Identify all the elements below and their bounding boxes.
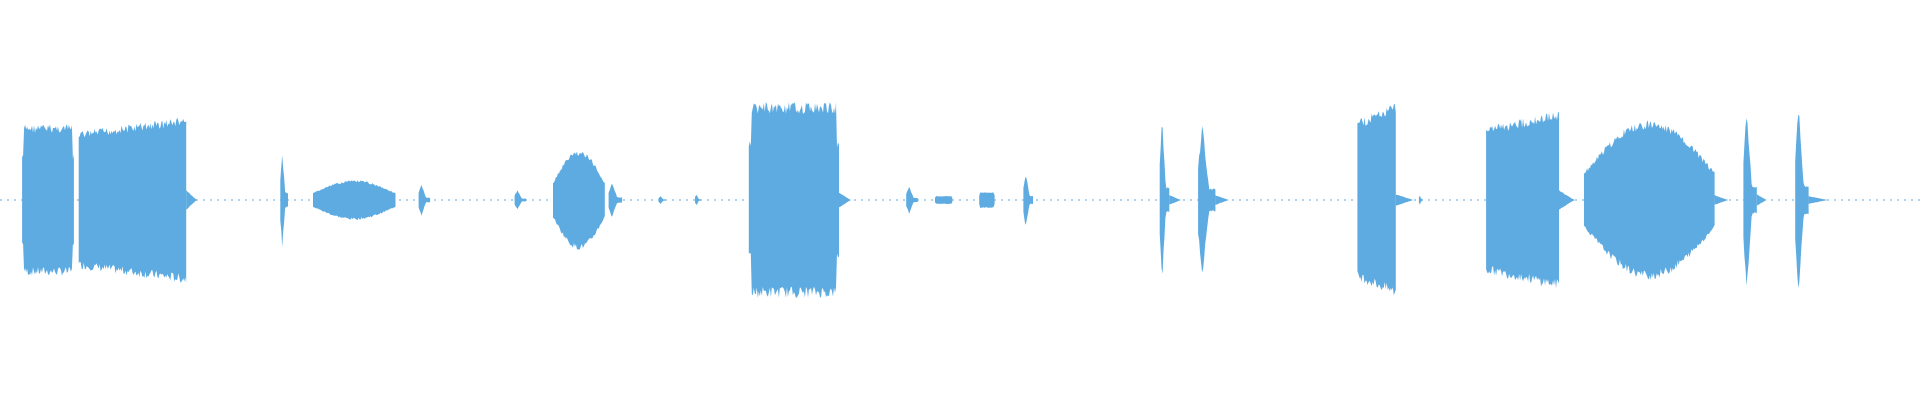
waveform-segment [1159, 126, 1170, 274]
waveform-segment [1198, 126, 1216, 273]
waveform-segment [418, 184, 431, 216]
waveform-segment [608, 183, 623, 217]
waveform-segment [1215, 195, 1229, 205]
waveform-segment [1357, 103, 1396, 296]
waveform-segment [313, 180, 396, 220]
waveform-segment [1808, 196, 1828, 204]
waveform-segment [22, 124, 74, 276]
waveform-segment [280, 155, 288, 248]
waveform-segment [839, 192, 851, 208]
waveform-segment [514, 190, 527, 210]
waveform-segment [1756, 194, 1767, 206]
waveform-segment [748, 102, 839, 298]
waveform-segment [1743, 118, 1757, 286]
waveform-segment [1584, 120, 1715, 280]
waveform-segment [658, 196, 667, 204]
waveform-segment [1418, 195, 1423, 205]
waveform-segment [1795, 114, 1809, 288]
waveform-segment [1023, 177, 1033, 225]
waveform-segments [22, 102, 1828, 298]
waveform-segment [1169, 195, 1181, 205]
waveform-segment [1486, 111, 1559, 289]
waveform-segment [186, 190, 197, 210]
waveform-segment [979, 192, 995, 208]
waveform-segment [935, 196, 953, 204]
waveform-segment [1559, 190, 1575, 210]
waveform-segment [906, 187, 918, 214]
waveform-segment [1714, 195, 1728, 205]
waveform-segment [553, 151, 605, 250]
waveform-segment [1395, 194, 1414, 206]
waveform-segment [695, 195, 701, 205]
waveform-segment [78, 117, 187, 284]
